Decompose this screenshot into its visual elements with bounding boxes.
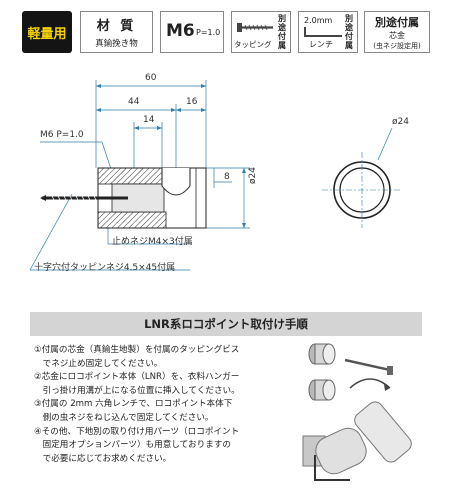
dim-14: 14 (143, 115, 155, 125)
instruction-line: ③付属の 2mm 六角レンチで、ロコポイント本体下 (34, 399, 233, 410)
thread-pitch: P=1.0 (196, 28, 221, 37)
instruction-line: で必要に応じてお求めください。 (34, 453, 172, 464)
instruction-line: ④その他、下地別の取り付け用パーツ（ロコポイント (34, 426, 240, 437)
instruction-line: ①付属の芯金（真鍮生地製）を付属のタッピングビス (34, 345, 240, 355)
instruction-line: 固定用オプションパーツ）も用意しておりますの (34, 440, 231, 451)
material-value: 真鍮挽き物 (95, 39, 138, 49)
material-title: 材 質 (96, 19, 137, 34)
separate-label-1: 別途付属 (278, 14, 286, 50)
dim-44: 44 (128, 97, 140, 107)
instruction-line: 引っ掛け用溝が上になる位置に挿入してください。 (34, 385, 240, 396)
dim-16: 16 (186, 97, 198, 107)
instruction-steps: ①付属の芯金（真鍮生地製）を付属のタッピングビス でネジ止め固定してください。 … (34, 344, 284, 466)
instruction-line: 側の虫ネジをねじ込んで固定してください。 (34, 412, 214, 423)
lightweight-label: 軽量用 (27, 26, 67, 42)
separate-title: 別途付属 (375, 16, 419, 29)
core-insert-drawing (308, 378, 412, 463)
wrench-size: 2.0mm (304, 16, 333, 25)
technical-drawing (29, 80, 402, 271)
separate-label-2: 別途付属 (345, 14, 353, 50)
lightweight-badge: 軽量用 (22, 11, 72, 53)
tapping-label: タッピング (234, 40, 272, 49)
thread-badge: M6 P=1.0 (160, 11, 224, 53)
separate-sub1: 芯金 (389, 31, 405, 40)
thread-size: M6 (166, 21, 195, 41)
assembled-body-drawing (302, 427, 367, 481)
dim-60: 60 (145, 73, 157, 83)
core-and-screw-drawing (308, 343, 393, 375)
tapping-screw-icon (237, 23, 273, 32)
instruction-line: でネジ止め固定してください。 (34, 358, 163, 369)
dim-8: 8 (224, 172, 230, 182)
wrench-label: レンチ (309, 40, 333, 49)
tapping-screw-badge: タッピング 別途付属 (231, 11, 291, 53)
set-screw-callout: 止めネジM4×3付属 (112, 237, 193, 247)
hex-wrench-icon (304, 27, 342, 37)
separate-sub2: (虫ネジ設定用) (373, 42, 421, 50)
dim-diameter-end: ø24 (392, 117, 409, 127)
material-badge: 材 質 真鍮挽き物 (80, 11, 153, 53)
instruction-line: ②芯金にロコポイント本体（LNR）を、衣料ハンガー (34, 372, 240, 383)
instructions-title: LNR系ロコポイント取付け手順 (30, 312, 422, 336)
separate-parts-badge: 別途付属 芯金 (虫ネジ設定用) (364, 11, 430, 53)
dim-diameter-side: ø24 (248, 167, 258, 184)
assembly-illustration (302, 343, 412, 481)
thread-callout: M6 P=1.0 (40, 130, 84, 140)
tapping-screw-callout: 十字穴付タッピンネジ4.5×45付属 (34, 263, 176, 273)
wrench-badge: 2.0mm レンチ 別途付属 (298, 11, 358, 53)
